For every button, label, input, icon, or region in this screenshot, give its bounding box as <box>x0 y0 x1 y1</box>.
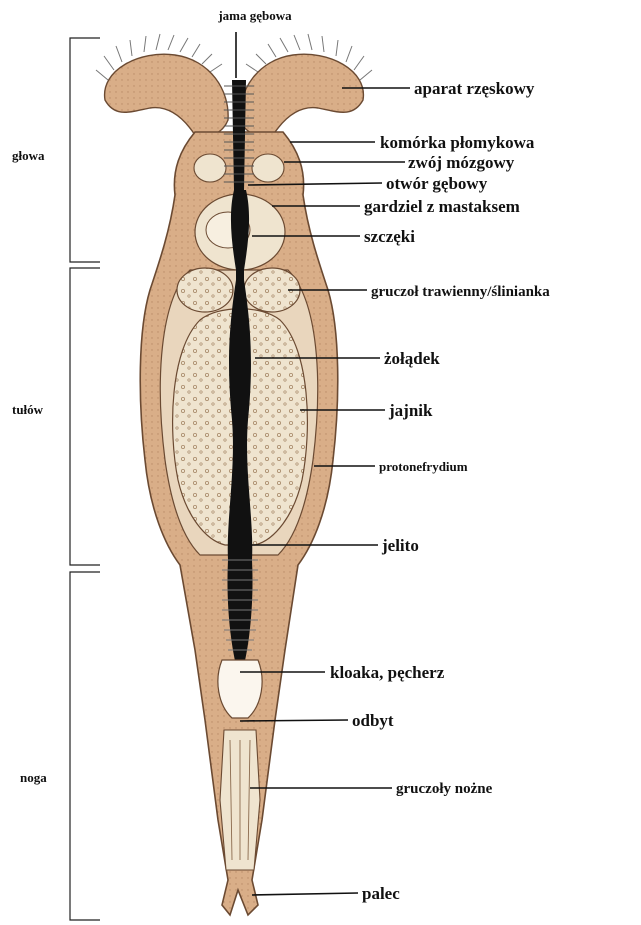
label-region-head: głowa <box>12 148 45 163</box>
label-intestine: jelito <box>381 536 419 555</box>
head-bracket <box>70 38 100 262</box>
label-jaws: szczęki <box>364 227 415 246</box>
cloaca <box>218 660 262 718</box>
corona-right <box>240 54 364 137</box>
label-flame-cell: komórka płomykowa <box>380 133 535 152</box>
leader-odbyt <box>240 720 348 721</box>
label-pharynx-mastax: gardziel z mastaksem <box>364 197 520 216</box>
label-foot-glands: gruczoły nożne <box>396 781 493 797</box>
label-stomach: żołądek <box>384 349 440 368</box>
label-protonephridium: protonefrydium <box>379 459 468 474</box>
label-anus: odbyt <box>352 711 394 730</box>
trunk-bracket <box>70 268 100 565</box>
region-brackets <box>70 38 100 920</box>
corona-left <box>105 54 229 137</box>
label-region-trunk: tułów <box>12 402 44 417</box>
label-mouth-cavity: jama gębowa <box>217 8 292 23</box>
foot-bracket <box>70 572 100 920</box>
label-brain-ganglion: zwój mózgowy <box>408 153 515 172</box>
leader-palec <box>252 893 358 895</box>
label-ovary: jajnik <box>388 401 433 420</box>
label-region-foot: noga <box>20 770 47 785</box>
label-ciliary-apparatus: aparat rzęskowy <box>414 79 535 98</box>
rotifer-body <box>96 34 372 915</box>
label-mouth-opening: otwór gębowy <box>386 174 488 193</box>
label-cloaca-bladder: kloaka, pęcherz <box>330 663 445 682</box>
label-toe: palec <box>362 884 400 903</box>
brain-left <box>194 154 226 182</box>
gland-left <box>177 268 233 312</box>
label-digestive-gland: gruczoł trawienny/ślinianka <box>371 284 550 300</box>
brain-right <box>252 154 284 182</box>
